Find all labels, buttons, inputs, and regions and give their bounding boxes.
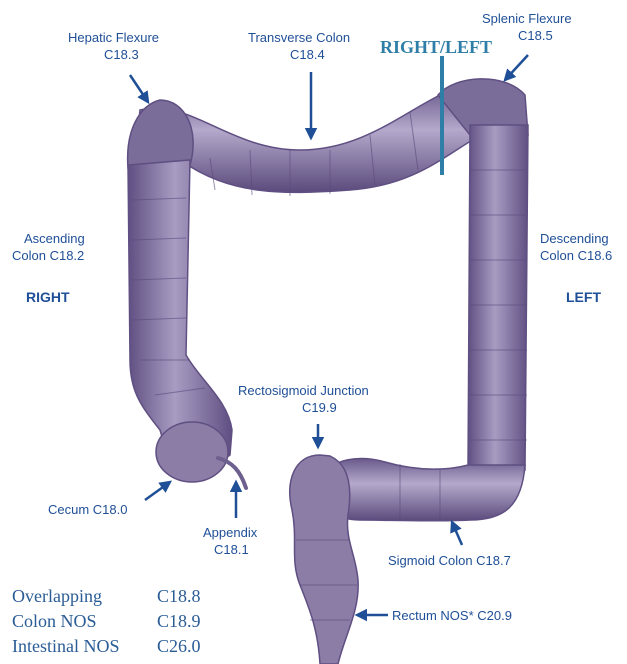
- transverse-colon-label-line2: C18.4: [290, 47, 325, 62]
- rectosigmoid-label-line1: Rectosigmoid Junction: [238, 383, 369, 398]
- sigmoid-colon-arrow: [452, 522, 462, 545]
- splenic-flexure-label: Splenic Flexure C18.5: [482, 11, 572, 43]
- legend-row: Colon NOS C18.9: [12, 609, 252, 634]
- right-left-label: RIGHT/LEFT: [380, 37, 492, 57]
- descending-colon-label-line1: Descending: [540, 231, 609, 246]
- ascending-colon-label-line2: Colon C18.2: [12, 248, 84, 263]
- hepatic-flexure-shape: [128, 100, 194, 168]
- transverse-colon-label: Transverse Colon C18.4: [248, 30, 350, 62]
- descending-colon-label-line2: Colon C18.6: [540, 248, 612, 263]
- hepatic-flexure-label-line2: C18.3: [104, 47, 139, 62]
- cecum-shape: [156, 422, 228, 482]
- legend-name: Intestinal NOS: [12, 634, 157, 659]
- hepatic-flexure-arrow: [130, 75, 148, 102]
- splenic-flexure-arrow: [505, 55, 528, 80]
- cecum-label: Cecum C18.0: [48, 502, 127, 517]
- splenic-flexure-label-line2: C18.5: [518, 28, 553, 43]
- right-side-label: RIGHT: [26, 289, 70, 305]
- hepatic-flexure-label: Hepatic Flexure C18.3: [68, 30, 159, 62]
- other-codes-legend: Overlapping C18.8 Colon NOS C18.9 Intest…: [12, 584, 252, 659]
- rectum-shape: [290, 455, 358, 664]
- rectum-label: Rectum NOS* C20.9: [392, 608, 512, 623]
- legend-code: C26.0: [157, 634, 201, 659]
- descending-colon-shape: [468, 125, 528, 470]
- appendix-label-line2: C18.1: [214, 542, 249, 557]
- splenic-flexure-label-line1: Splenic Flexure: [482, 11, 572, 26]
- legend-code: C18.8: [157, 584, 201, 609]
- left-side-label: LEFT: [566, 289, 601, 305]
- rectosigmoid-label-line2: C19.9: [302, 400, 337, 415]
- sigmoid-colon-label: Sigmoid Colon C18.7: [388, 553, 511, 568]
- legend-row: Overlapping C18.8: [12, 584, 252, 609]
- legend-name: Colon NOS: [12, 609, 157, 634]
- legend-name: Overlapping: [12, 584, 157, 609]
- cecum-arrow: [145, 482, 170, 500]
- colon-body: [128, 79, 528, 664]
- legend-row: Intestinal NOS C26.0: [12, 634, 252, 659]
- transverse-colon-label-line1: Transverse Colon: [248, 30, 350, 45]
- descending-colon-label: Descending Colon C18.6: [540, 231, 612, 263]
- sigmoid-colon-shape: [324, 459, 525, 521]
- legend-code: C18.9: [157, 609, 201, 634]
- ascending-colon-label: Ascending Colon C18.2: [12, 231, 85, 263]
- appendix-label: Appendix C18.1: [203, 525, 258, 557]
- appendix-label-line1: Appendix: [203, 525, 258, 540]
- ascending-colon-label-line1: Ascending: [24, 231, 85, 246]
- hepatic-flexure-label-line1: Hepatic Flexure: [68, 30, 159, 45]
- rectosigmoid-label: Rectosigmoid Junction C19.9: [238, 383, 369, 415]
